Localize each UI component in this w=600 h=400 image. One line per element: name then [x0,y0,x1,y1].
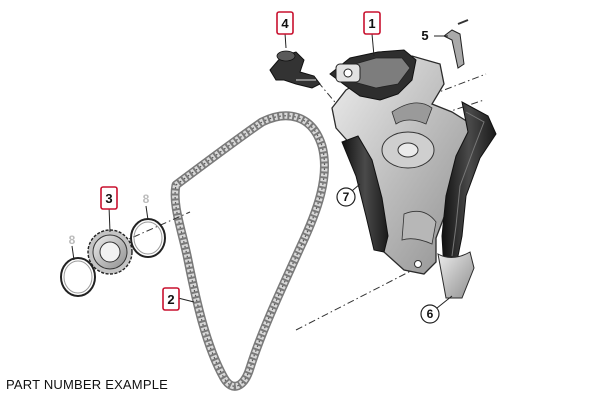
guide-rail [341,135,389,253]
caption-text: PART NUMBER EXAMPLE [6,377,169,392]
callout-6-label: 6 [427,307,434,321]
callout-7-label: 7 [343,190,350,204]
callout-8-right: 8 [143,192,150,206]
upper-chain-guide [329,49,417,101]
callout-8-left: 8 [69,233,76,247]
callout-2-label: 2 [167,292,174,307]
callout-5: 5 [421,28,428,43]
callout-3-label: 3 [105,191,112,206]
callout-6: 6 [420,304,440,324]
timing-chain [170,111,329,391]
crank-sprocket [87,229,133,275]
callout-7: 7 [336,187,356,207]
callout-1-label: 1 [368,16,375,31]
callout-4[interactable]: 4 [276,11,294,35]
circlip-right [130,218,166,258]
tensioner-rail [437,101,497,299]
callout-2[interactable]: 2 [162,287,180,311]
callout-8-left-label: 8 [69,233,76,247]
circlip-left [60,257,96,297]
callout-5-label: 5 [421,28,428,43]
callout-1[interactable]: 1 [363,11,381,35]
callout-3[interactable]: 3 [100,186,118,210]
bolt-part-5 [443,19,469,69]
callout-8-right-label: 8 [143,192,150,206]
chain-tensioner [269,50,321,89]
callout-4-label: 4 [281,16,289,31]
